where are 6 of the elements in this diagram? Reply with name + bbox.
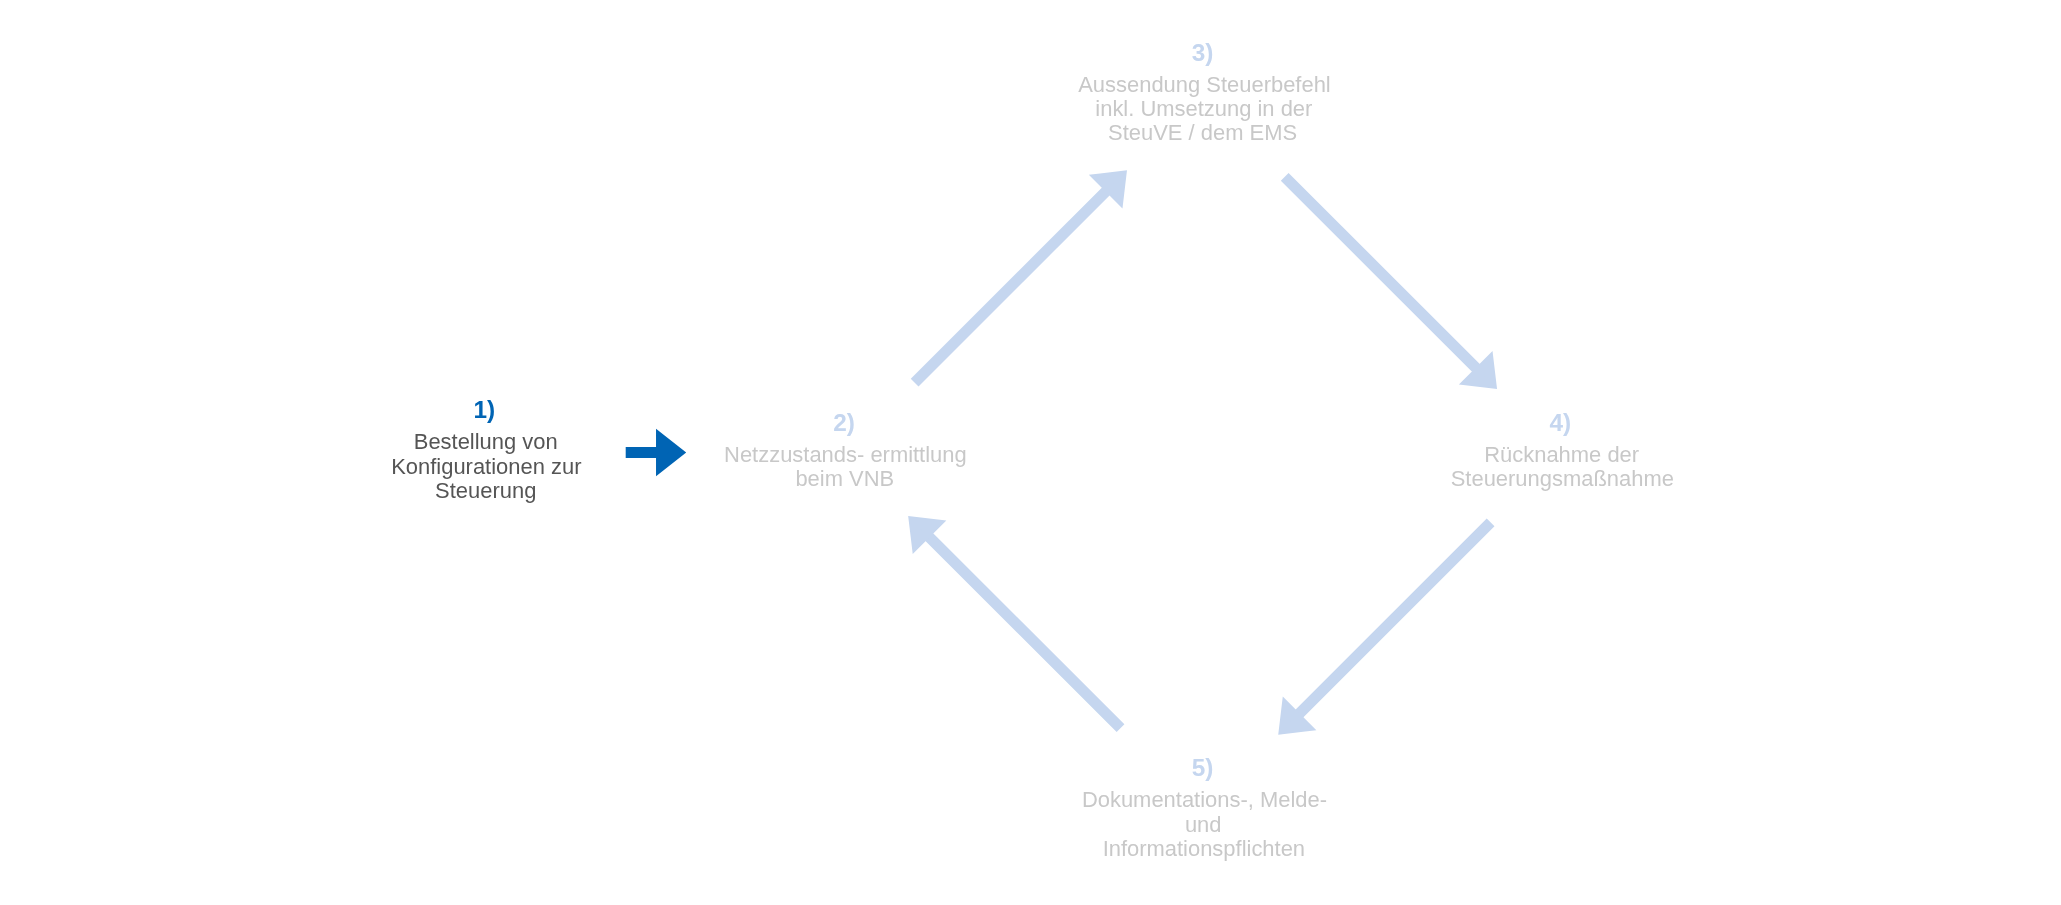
arrow [910, 170, 1127, 387]
node-text: 1) Bestellung von Konfigurationen zur Steuerung [390, 396, 581, 504]
arrow [1277, 518, 1494, 735]
arrow [907, 515, 1124, 733]
arrow [1280, 172, 1497, 390]
arrow [625, 428, 686, 477]
